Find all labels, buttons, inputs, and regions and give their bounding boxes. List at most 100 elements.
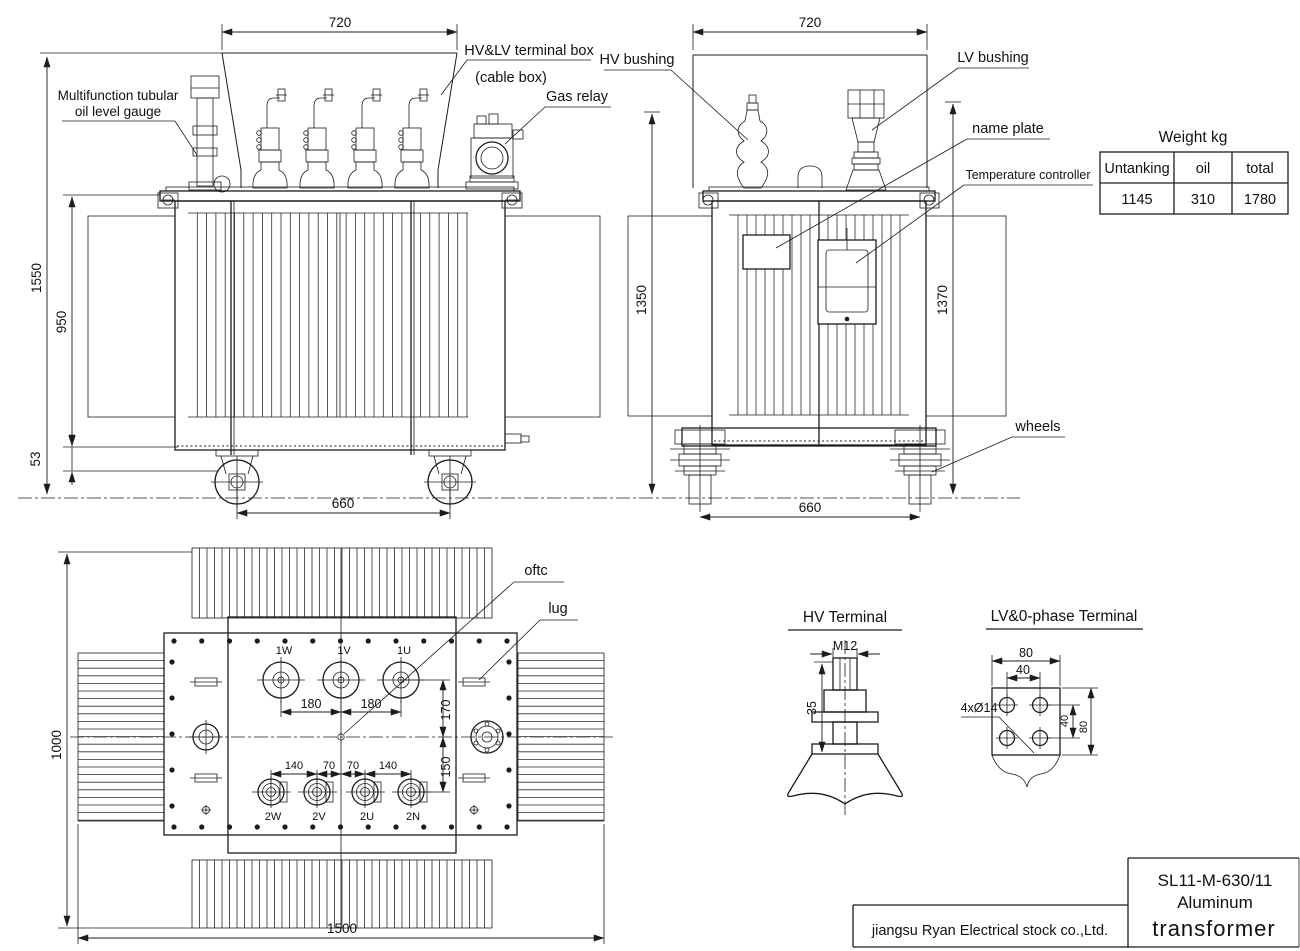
sv-hv-bushing <box>736 94 769 189</box>
lv-detail-title: LV&0-phase Terminal <box>991 608 1138 625</box>
hv-detail-dim-m12: M12 <box>833 639 857 653</box>
lv-terminal-2v <box>297 775 338 809</box>
lv-terminal-label-2u: 2U <box>360 811 374 823</box>
label-name-plate: name plate <box>972 121 1044 137</box>
weight-val-oil: 310 <box>1191 192 1215 208</box>
oil-level-gauge <box>188 75 231 193</box>
label-oil-gauge-line1: Multifunction tubular <box>58 88 179 103</box>
tv-dim-1000: 1000 <box>49 730 64 760</box>
tv-dim-140-2: 140 <box>379 760 397 772</box>
tv-dim-70-1: 70 <box>323 760 335 772</box>
weight-table-title: Weight kg <box>1159 129 1228 146</box>
sv-lv-bushing <box>845 89 887 191</box>
fv-dim-1550: 1550 <box>29 263 44 293</box>
hv-terminal-label-1w: 1W <box>276 645 293 657</box>
sv-dim-720: 720 <box>799 15 822 30</box>
model-number: SL11-M-630/11 <box>1158 871 1273 890</box>
fv-dimensions: 720 1550 950 53 660 <box>28 15 458 519</box>
lv-detail-holes <box>996 694 1051 749</box>
tv-dim-140-1: 140 <box>285 760 303 772</box>
hv-terminal-1v <box>316 656 366 704</box>
lug-pad-2 <box>189 773 223 783</box>
lv-terminal-label-2v: 2V <box>312 811 326 823</box>
fv-bushing-3 <box>347 88 383 189</box>
fv-dim-950: 950 <box>54 311 69 334</box>
sv-wheel-right <box>889 424 951 513</box>
weight-col-oil: oil <box>1196 161 1211 177</box>
side-view: 720 <box>600 15 1093 521</box>
tv-flange-bolts <box>171 638 510 644</box>
label-oftc: oftc <box>524 563 547 579</box>
tv-dim-180-right: 180 <box>361 697 382 711</box>
tv-cover <box>227 616 457 854</box>
gas-relay <box>465 113 524 190</box>
hv-terminal-detail: HV Terminal M12 35 <box>787 609 903 815</box>
lv-detail-dim-80-right: 80 <box>1078 721 1090 733</box>
lug-pad-4 <box>457 773 491 783</box>
fv-dim-53: 53 <box>28 451 43 466</box>
label-oil-gauge-line2: oil level gauge <box>75 104 161 119</box>
label-terminal-box-line2: (cable box) <box>475 70 547 86</box>
name-plate <box>742 234 791 270</box>
fv-bushing-2 <box>299 88 335 189</box>
label-wheels: wheels <box>1014 419 1060 435</box>
tv-dim-170: 170 <box>439 700 453 721</box>
fv-dim-660: 660 <box>332 496 355 511</box>
lv-detail-dim-80-top: 80 <box>1019 646 1033 660</box>
weight-table: Weight kg Untanking oil total 1145 310 1… <box>1099 129 1289 215</box>
tv-dim-1500: 1500 <box>327 921 357 936</box>
product-label: transformer <box>1152 916 1275 941</box>
fv-bushing-4 <box>394 88 430 189</box>
tv-dim-70-2: 70 <box>347 760 359 772</box>
fv-dim-720: 720 <box>329 15 352 30</box>
lv-terminal-2u <box>345 775 386 809</box>
label-hv-bushing: HV bushing <box>600 52 675 68</box>
label-lv-bushing: LV bushing <box>957 50 1028 66</box>
fv-bushing-1 <box>252 88 288 189</box>
front-view: Multifunction tubular oil level gauge HV… <box>18 15 1020 519</box>
lv-detail-holes-label: 4xØ14 <box>961 701 998 715</box>
lv-terminal-2n <box>391 775 432 809</box>
weight-col-total: total <box>1246 161 1273 177</box>
hv-detail-title: HV Terminal <box>803 609 887 626</box>
fv-left-bank <box>87 215 176 418</box>
hv-terminal-label-1u: 1U <box>397 645 411 657</box>
label-temperature-controller: Temperature controller <box>965 168 1090 182</box>
lv-terminal-2w <box>251 775 292 809</box>
tv-dim-180-left: 180 <box>301 697 322 711</box>
top-view: 1W 1V 1U 180 180 170 150 2W 2V 2U 2N 140 <box>49 547 614 944</box>
sv-dim-1350: 1350 <box>634 285 649 315</box>
weight-val-untanking: 1145 <box>1121 192 1152 208</box>
lv-terminal-label-2w: 2W <box>265 811 282 823</box>
lv-detail-dim-40-right: 40 <box>1059 715 1071 727</box>
sv-right-bank <box>925 215 1007 417</box>
sv-dim-660: 660 <box>799 500 822 515</box>
weight-col-untanking: Untanking <box>1104 161 1169 177</box>
label-terminal-box-line1: HV&LV terminal box <box>464 43 594 59</box>
sv-wheel-left <box>669 424 731 513</box>
weight-val-total: 1780 <box>1244 192 1276 208</box>
sv-left-bank <box>627 215 713 417</box>
oftc-point <box>337 733 345 741</box>
fv-right-bank <box>504 215 601 418</box>
tv-flange <box>163 632 518 836</box>
terminal-box-phantom <box>221 52 458 188</box>
temperature-controller <box>817 228 877 325</box>
company-name: jiangsu Ryan Electrical stock co.,Ltd. <box>871 923 1108 939</box>
lug-pad-3 <box>457 677 491 687</box>
hv-terminal-1w <box>256 656 306 704</box>
tv-dim-150: 150 <box>439 757 453 778</box>
label-lug: lug <box>548 601 567 617</box>
fv-fin-bank <box>196 213 468 417</box>
lv-terminal-label-2n: 2N <box>406 811 420 823</box>
lv-detail-dim-40-top: 40 <box>1016 663 1030 677</box>
hv-terminal-label-1v: 1V <box>337 645 351 657</box>
label-gas-relay: Gas relay <box>546 89 609 105</box>
material-label: Aluminum <box>1177 893 1253 912</box>
sv-dome-vent <box>797 165 823 188</box>
hv-detail-dim-35: 35 <box>805 701 819 715</box>
title-block: jiangsu Ryan Electrical stock co.,Ltd. S… <box>852 857 1300 948</box>
lug-pad-1 <box>189 677 223 687</box>
